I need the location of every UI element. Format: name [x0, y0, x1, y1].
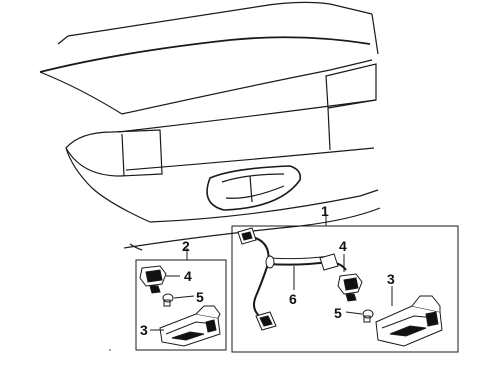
callout-5-right: 5 — [334, 305, 342, 321]
socket-left — [139, 265, 167, 294]
leader-5-right — [345, 311, 363, 315]
car-rear-body — [39, 1, 381, 251]
lamp-housing-right — [375, 295, 443, 347]
socket-right — [337, 273, 363, 302]
callout-6: 6 — [289, 291, 297, 307]
lamp-kit-box-right — [231, 214, 459, 353]
bulb-right — [362, 309, 374, 323]
wire-harness — [237, 227, 347, 331]
callout-5-left: 5 — [196, 289, 204, 305]
bulb-left — [162, 293, 174, 307]
lamp-housing-left — [159, 305, 221, 347]
callout-4-right: 4 — [339, 238, 347, 254]
callout-3-left: 3 — [140, 322, 148, 338]
callout-2: 2 — [182, 238, 190, 254]
stray-dot — [109, 349, 111, 351]
callout-3-right: 3 — [387, 271, 395, 287]
callout-4-left: 4 — [184, 268, 192, 284]
leader-5-left — [173, 295, 195, 299]
callout-1: 1 — [321, 203, 329, 219]
lamp-kit-box-left — [135, 248, 227, 351]
